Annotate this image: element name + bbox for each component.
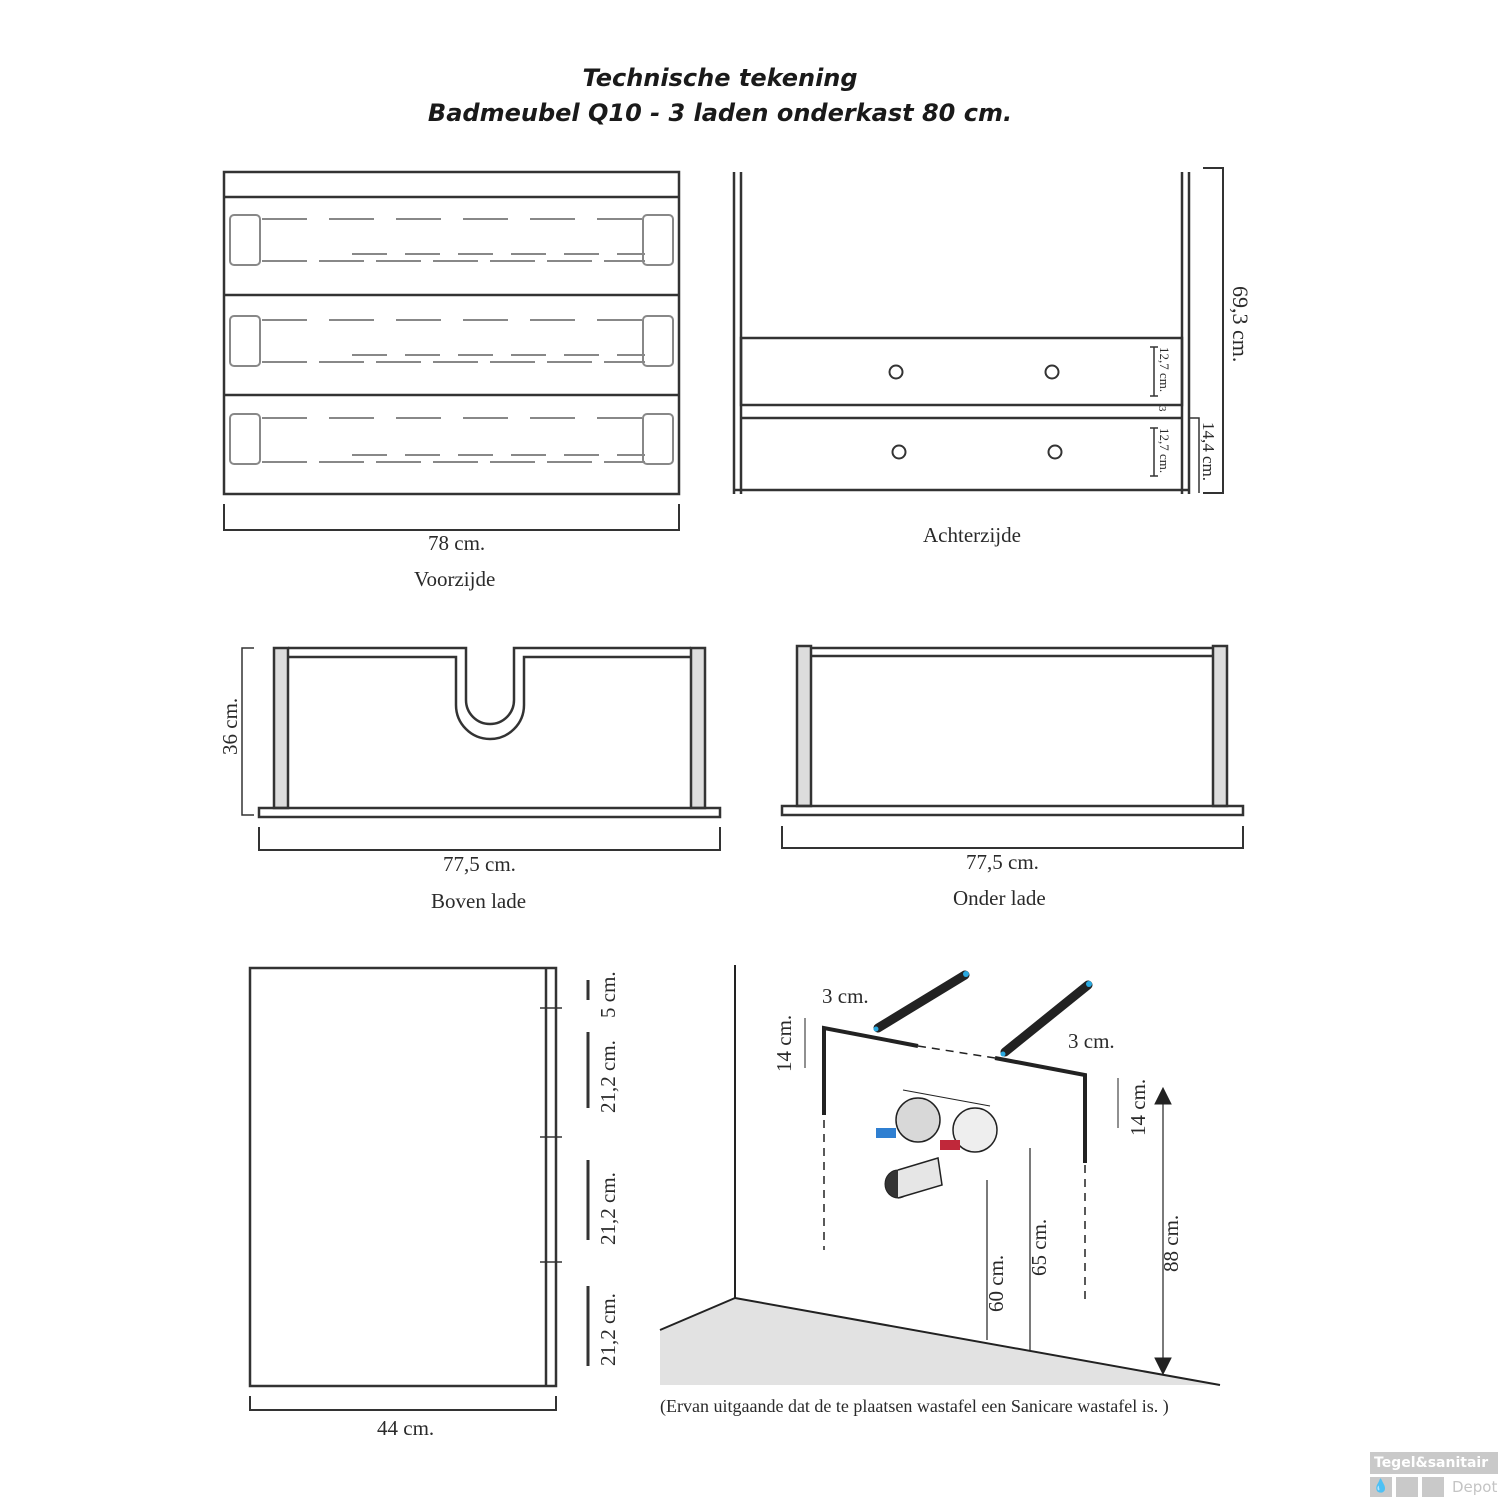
side-segment-3-label: 21,2 cm. — [596, 1172, 620, 1245]
top-drawer-view — [241, 646, 722, 851]
install-valves-height-label: 65 cm. — [1027, 1218, 1051, 1276]
bottom-drawer-view — [780, 644, 1245, 849]
side-depth-label: 44 cm. — [377, 1416, 435, 1440]
drain-pipe-icon — [884, 1157, 943, 1199]
bottom-drawer-width-label: 77,5 cm. — [966, 850, 1039, 874]
back-gap-label: 3 — [1156, 406, 1168, 412]
watermark-logo: Tegel&sanitair 💧 Depot — [1370, 1452, 1498, 1497]
back-view-caption: Achterzijde — [923, 523, 1021, 547]
top-drawer-height-label: 36 cm. — [218, 697, 242, 755]
valve-hot-icon — [940, 1107, 998, 1153]
top-drawer-width-label: 77,5 cm. — [443, 852, 516, 876]
top-drawer-caption: Boven lade — [431, 889, 527, 913]
front-view — [222, 170, 681, 531]
watermark-line1: Tegel&sanitair — [1370, 1452, 1498, 1474]
side-view — [248, 966, 590, 1411]
water-drop-icon: 💧 — [1370, 1477, 1392, 1497]
side-segment-4-label: 21,2 cm. — [596, 1293, 620, 1366]
install-top-height-label: 88 cm. — [1159, 1214, 1183, 1272]
watermark-line2: Depot — [1452, 1478, 1498, 1496]
back-panel1-label: 12,7 cm. — [1157, 347, 1172, 393]
marker-pen-icon — [1000, 980, 1093, 1057]
back-total-height-label: 69,3 cm. — [1228, 286, 1253, 363]
install-offset-left-label: 3 cm. — [822, 984, 869, 1008]
back-view — [732, 167, 1224, 494]
install-drop-left-label: 14 cm. — [772, 1014, 796, 1072]
side-segment-1-label: 5 cm. — [596, 971, 620, 1018]
marker-pen-icon — [873, 970, 970, 1033]
back-panel2-label: 12,7 cm. — [1157, 428, 1172, 474]
valve-cold-icon — [876, 1097, 941, 1143]
bottom-drawer-caption: Onder lade — [953, 886, 1046, 910]
drawing-title: Technische tekening — [582, 64, 858, 92]
install-offset-right-label: 3 cm. — [1068, 1029, 1115, 1053]
logo-square — [1422, 1477, 1444, 1497]
drawer-rail — [229, 214, 674, 465]
side-segment-2-label: 21,2 cm. — [596, 1040, 620, 1113]
front-view-caption: Voorzijde — [414, 567, 496, 591]
install-drain-height-label: 60 cm. — [984, 1254, 1008, 1312]
installation-view — [659, 965, 1221, 1386]
install-drop-right-label: 14 cm. — [1126, 1078, 1150, 1136]
drawing-subtitle: Badmeubel Q10 - 3 laden onderkast 80 cm. — [427, 99, 1013, 127]
logo-square — [1396, 1477, 1418, 1497]
back-bottom-height-label: 14,4 cm. — [1199, 422, 1218, 482]
front-width-label: 78 cm. — [428, 531, 486, 555]
install-note: (Ervan uitgaande dat de te plaatsen wast… — [660, 1396, 1169, 1416]
